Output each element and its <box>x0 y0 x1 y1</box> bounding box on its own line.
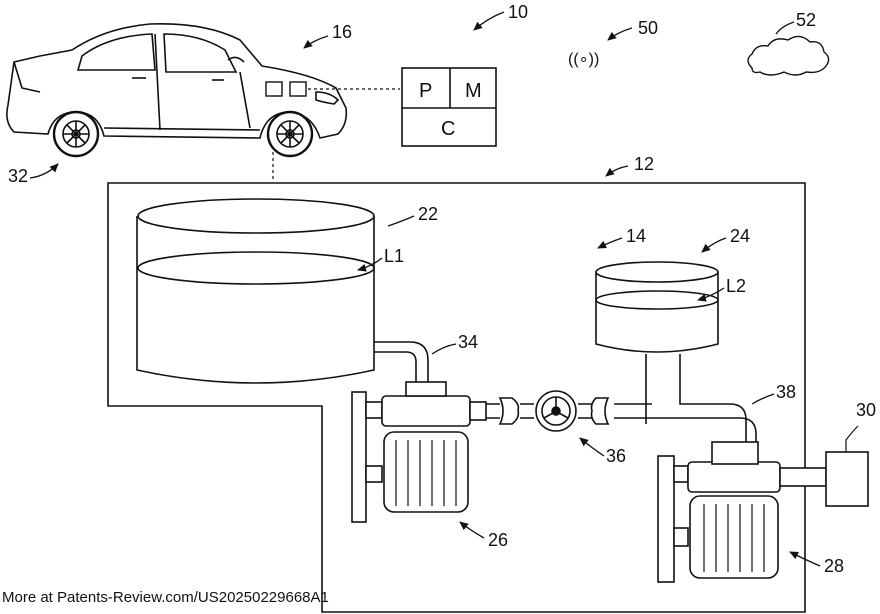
label-pump-right: 28 <box>824 556 844 576</box>
sensor-box <box>825 451 869 507</box>
label-plant: 12 <box>634 154 654 174</box>
plant-boundary <box>107 182 806 613</box>
label-wireless: 50 <box>638 18 658 38</box>
label-level-2: L2 <box>726 276 746 296</box>
label-pipe-right: 38 <box>776 382 796 402</box>
label-vehicle: 16 <box>332 22 352 42</box>
controller-core-label: C <box>441 118 455 140</box>
car-module-box <box>265 81 283 97</box>
cloud-icon <box>747 35 830 76</box>
label-sensor-box: 30 <box>856 400 876 420</box>
sensor-leader <box>845 425 859 452</box>
label-car: 32 <box>8 166 28 186</box>
wireless-symbol: ((∘)) <box>568 51 599 68</box>
controller-memory-label: M <box>465 80 482 102</box>
left-pump <box>351 381 487 523</box>
label-system: 10 <box>508 2 528 22</box>
car-module-box <box>289 81 307 97</box>
car-illustration <box>6 23 348 158</box>
label-tank-large: 22 <box>418 204 438 224</box>
label-subsystem: 14 <box>626 226 646 246</box>
label-valve: 36 <box>606 446 626 466</box>
large-tank <box>136 198 375 384</box>
valve-assembly <box>498 390 610 432</box>
label-pump-left: 26 <box>488 530 508 550</box>
controller-box <box>401 67 497 147</box>
label-tank-small: 24 <box>730 226 750 246</box>
controller-processor-label: P <box>419 80 432 102</box>
label-cloud: 52 <box>796 10 816 30</box>
right-pump <box>657 441 827 583</box>
leader-arrows <box>29 11 821 567</box>
small-tank <box>595 261 719 353</box>
label-pipe-left: 34 <box>458 332 478 352</box>
label-level-1: L1 <box>384 246 404 266</box>
footer-source-text: More at Patents-Review.com/US20250229668… <box>2 589 329 606</box>
